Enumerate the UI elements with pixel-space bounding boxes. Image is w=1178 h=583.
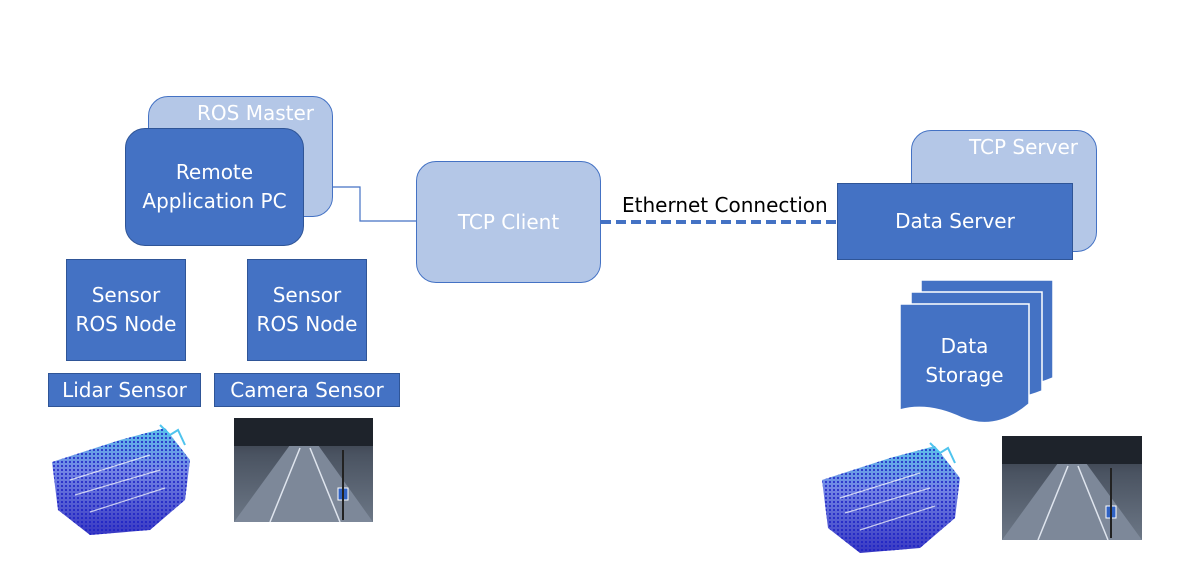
camera-frame-left [234, 418, 373, 523]
tcp-client-box: TCP Client [416, 161, 601, 283]
data-storage-text-wrap: Data Storage [900, 318, 1029, 404]
camera-sensor-label: Camera Sensor [230, 377, 384, 402]
sensor-ros-node-1-label: Sensor ROS Node [75, 283, 177, 336]
sensor-ros-node-1-box: Sensor ROS Node [66, 259, 186, 361]
data-storage-label: Data Storage [925, 334, 1004, 387]
sensor-ros-node-2-label: Sensor ROS Node [256, 283, 358, 336]
ros-master-label: ROS Master [197, 101, 314, 125]
lidar-pointcloud-left [52, 424, 190, 535]
lidar-sensor-box: Lidar Sensor [48, 373, 201, 407]
data-server-label: Data Server [895, 209, 1015, 233]
data-server-box: Data Server [837, 183, 1073, 260]
storage-doc-front [899, 303, 1030, 424]
remote-application-pc-label: Remote Application PC [142, 160, 287, 213]
lidar-sensor-label: Lidar Sensor [62, 377, 187, 402]
camera-frame-right [1002, 436, 1142, 541]
tcp-client-label: TCP Client [457, 209, 560, 234]
remote-application-pc-box: Remote Application PC [125, 128, 304, 246]
camera-sensor-box: Camera Sensor [214, 373, 400, 407]
ethernet-connection-label: Ethernet Connection [622, 193, 828, 217]
sensor-ros-node-2-box: Sensor ROS Node [247, 259, 367, 361]
tcp-server-label: TCP Server [968, 135, 1078, 159]
lidar-pointcloud-right [822, 442, 960, 553]
